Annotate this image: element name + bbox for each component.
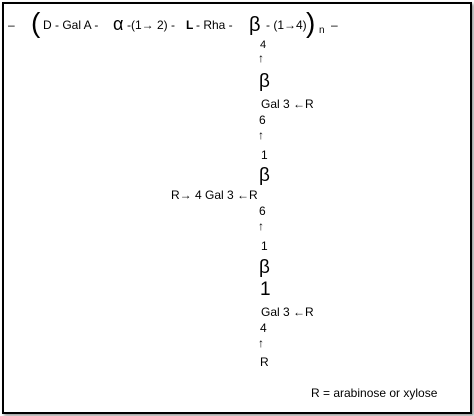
backbone-dash-right: – bbox=[331, 18, 338, 32]
chain-position-6-b: 6 bbox=[259, 204, 266, 218]
chain-position-6-a: 6 bbox=[259, 113, 266, 127]
chain-bold-one: 1 bbox=[260, 279, 271, 300]
chain-beta-3: β bbox=[259, 257, 270, 278]
chain-gal-residue-3: Gal 3 ←R bbox=[261, 305, 314, 319]
chain-arrow-up-3: ↑ bbox=[258, 219, 264, 233]
backbone-dash-left: – bbox=[8, 18, 15, 32]
chain-gal-residue-1: Gal 3 ←R bbox=[261, 97, 314, 111]
chain-position-1-b: 1 bbox=[261, 239, 268, 253]
backbone-alpha: α bbox=[113, 14, 124, 34]
chain-r-substituent: R bbox=[260, 355, 269, 369]
chain-position-4-top: 4 bbox=[260, 39, 267, 51]
chain-beta-2: β bbox=[259, 165, 270, 186]
backbone-beta: β bbox=[249, 14, 261, 36]
chain-position-1-a: 1 bbox=[261, 148, 268, 162]
backbone-subscript-n: n bbox=[319, 25, 325, 36]
backbone-linkage-1: -(1→ 2) - bbox=[127, 18, 175, 32]
chain-beta-1: β bbox=[259, 71, 270, 92]
backbone-l-config: L bbox=[186, 18, 194, 32]
legend-r-definition: R = arabinose or xylose bbox=[311, 386, 438, 400]
chain-arrow-up-1: ↑ bbox=[258, 51, 264, 65]
backbone-linkage-2: - (1→4) bbox=[266, 18, 307, 32]
chain-arrow-up-4: ↑ bbox=[258, 336, 264, 350]
backbone-open-paren: ( bbox=[31, 7, 41, 38]
chain-arrow-up-2: ↑ bbox=[258, 128, 264, 142]
backbone-rha: - Rha - bbox=[196, 18, 233, 32]
backbone-close-paren: ) bbox=[306, 7, 316, 38]
backbone-gala: D - Gal A - bbox=[43, 18, 99, 32]
chain-gal-residue-2: R→ 4 Gal 3 ←R bbox=[171, 188, 258, 202]
chain-position-4-bottom: 4 bbox=[260, 321, 267, 335]
